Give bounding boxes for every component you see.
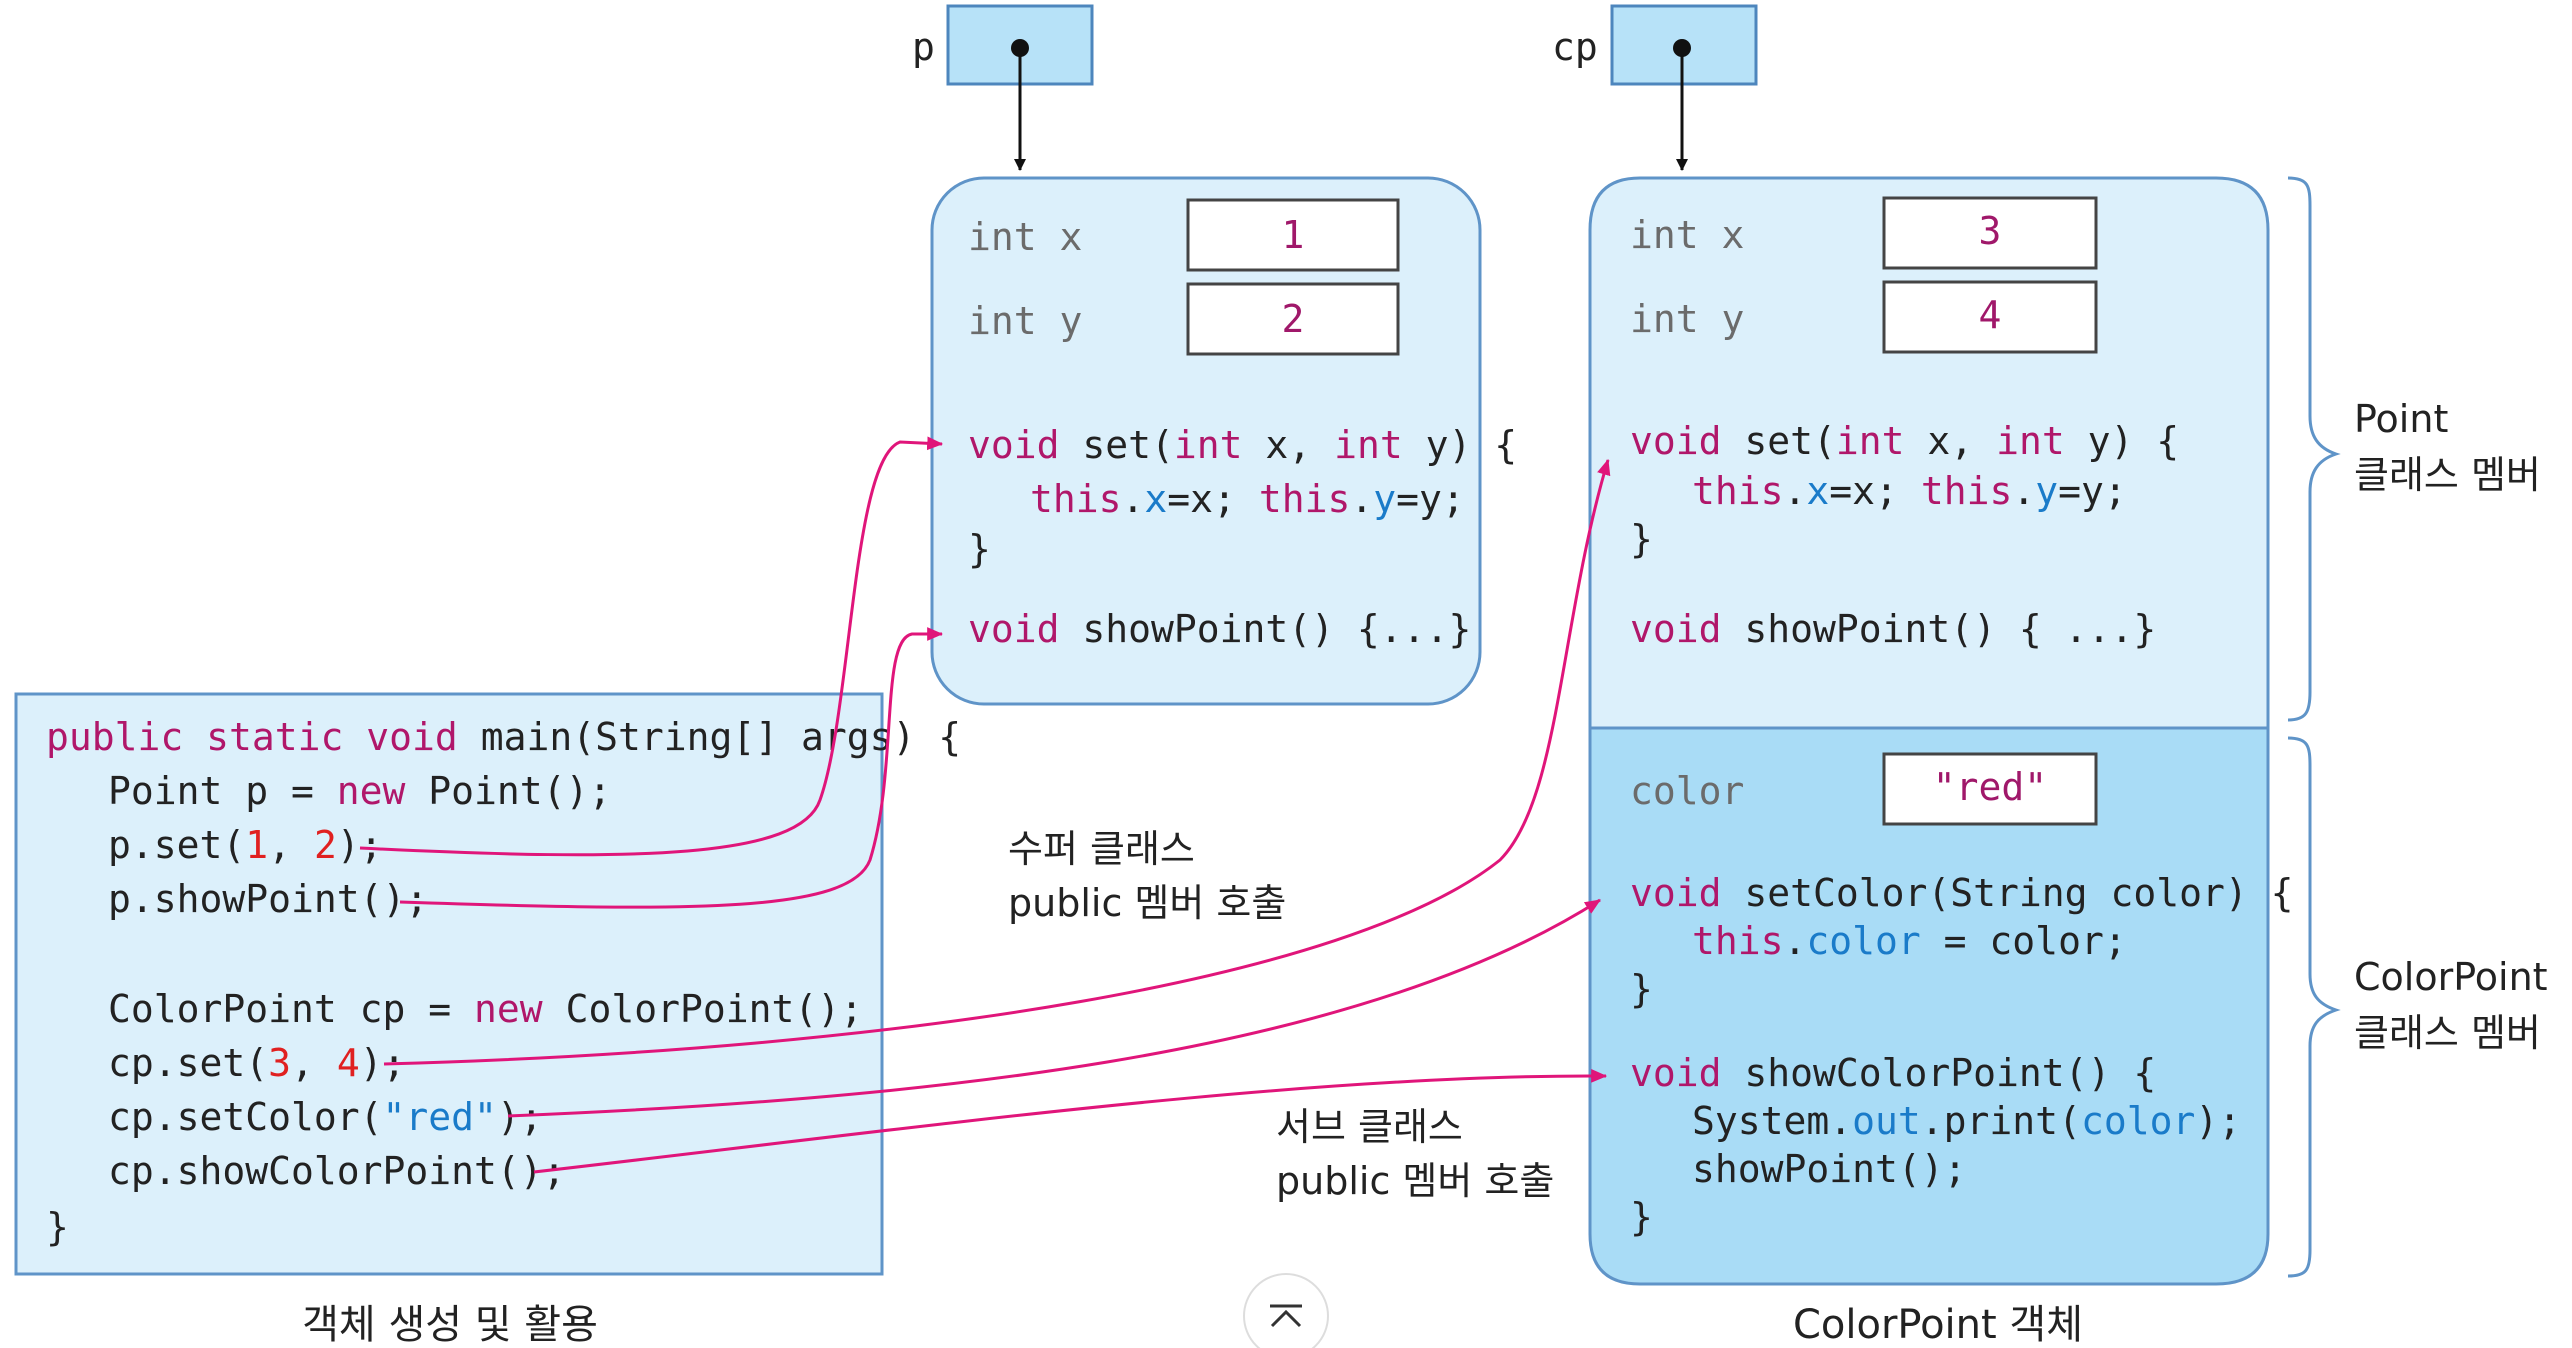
main-code-caption: 객체 생성 및 활용	[302, 1302, 598, 1348]
point-y-label: int y	[968, 299, 1082, 343]
cp-y-value-box	[1882, 280, 2098, 354]
colorpoint-object-caption: ColorPoint 객체	[1793, 1302, 2083, 1348]
point-y-value-box	[1186, 282, 1400, 356]
arrow-p-set	[359, 436, 944, 857]
ref-p-label: p	[912, 25, 935, 69]
point-members-label-line1: Point	[2354, 397, 2448, 441]
colorpoint-sub-part	[1588, 726, 2270, 1286]
point-members-label-line2: 클래스 멤버	[2354, 453, 2541, 497]
cp-showcolorpoint-line1: void showColorPoint() {	[1630, 1051, 2156, 1095]
colorpoint-object: int x 3 int y 4 void set(int x, int y) {…	[1588, 176, 2293, 1286]
super-call-label-line2: public 멤버 호출	[1008, 881, 1286, 925]
cp-setcolor-line2: this.color = color;	[1692, 919, 2127, 963]
cp-color-label: color	[1630, 769, 1744, 813]
colorpoint-members-label-line1: ColorPoint	[2354, 955, 2548, 999]
point-x-value: 1	[1282, 213, 1305, 257]
sub-call-label-line1: 서브 클래스	[1276, 1105, 1463, 1149]
main-code-box-bg	[14, 692, 884, 1276]
arrow-cp-set	[383, 458, 1611, 1066]
sub-call-label-line2: public 멤버 호출	[1276, 1159, 1554, 1203]
cp-x-value-box	[1882, 196, 2098, 270]
main-line-2: Point p = new Point();	[108, 769, 611, 813]
point-object: int x 1 int y 2 void set(int x, int y) {…	[930, 176, 1517, 706]
point-showpoint-method: void showPoint() {...}	[968, 607, 1471, 651]
colorpoint-members-label-line2: 클래스 멤버	[2354, 1011, 2541, 1055]
reference-p: p	[912, 4, 1094, 171]
arrow-cp-showcolorpoint	[533, 1069, 1608, 1174]
cp-x-value: 3	[1979, 209, 2002, 253]
cp-x-label: int x	[1630, 213, 1744, 257]
cp-color-value: "red"	[1933, 765, 2047, 809]
point-x-label: int x	[968, 215, 1082, 259]
ref-cp-label: cp	[1552, 25, 1598, 69]
cp-y-value: 4	[1979, 293, 2002, 337]
main-line-5: ColorPoint cp = new ColorPoint();	[108, 987, 863, 1031]
cp-color-value-box	[1882, 752, 2098, 826]
cp-setcolor-line1: void setColor(String color) {	[1630, 871, 2293, 915]
reference-cp: cp	[1552, 4, 1758, 171]
colorpoint-members-brace	[2287, 736, 2341, 1278]
main-line-1: public static void main(String[] args) {	[46, 715, 961, 759]
main-line-3: p.set(1, 2);	[108, 823, 383, 867]
cp-showpoint-method: void showPoint() { ...}	[1630, 607, 2156, 651]
cp-set-method-line2: this.x=x; this.y=y;	[1692, 469, 2127, 513]
chevron-up-icon	[1270, 1304, 1302, 1328]
point-x-value-box	[1186, 198, 1400, 272]
main-code-box: public static void main(String[] args) {…	[14, 692, 961, 1276]
point-set-method-line1: void set(int x, int y) {	[968, 423, 1517, 467]
scroll-top-button[interactable]	[1243, 1273, 1329, 1348]
cp-showcolorpoint-line3: showPoint();	[1692, 1147, 1967, 1191]
point-set-method-line2: this.x=x; this.y=y;	[1030, 477, 1465, 521]
point-set-method-line3: }	[968, 527, 991, 571]
cp-setcolor-line3: }	[1630, 967, 1653, 1011]
point-y-value: 2	[1282, 297, 1305, 341]
arrow-cp-setcolor	[507, 898, 1601, 1118]
cp-y-label: int y	[1630, 297, 1744, 341]
cp-set-method-line1: void set(int x, int y) {	[1630, 419, 2179, 463]
main-line-7: cp.setColor("red");	[108, 1095, 543, 1139]
arrow-p-showpoint	[399, 627, 944, 909]
main-line-4: p.showPoint();	[108, 877, 428, 921]
cp-set-method-line3: }	[1630, 517, 1653, 561]
point-members-brace	[2287, 176, 2341, 722]
main-line-6: cp.set(3, 4);	[108, 1041, 405, 1085]
cp-showcolorpoint-line4: }	[1630, 1195, 1653, 1239]
super-call-label-line1: 수퍼 클래스	[1008, 827, 1195, 871]
main-line-9: }	[46, 1205, 69, 1249]
cp-showcolorpoint-line2: System.out.print(color);	[1692, 1099, 2241, 1143]
main-line-8: cp.showColorPoint();	[108, 1149, 566, 1193]
